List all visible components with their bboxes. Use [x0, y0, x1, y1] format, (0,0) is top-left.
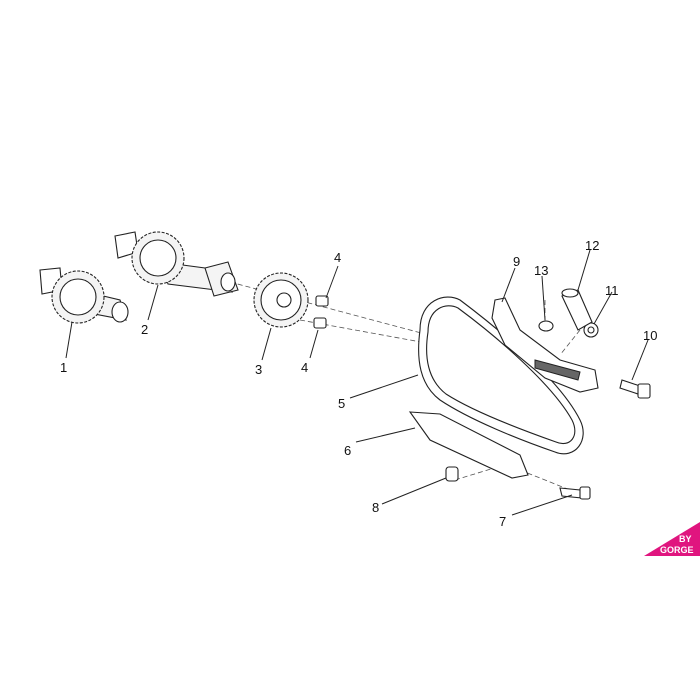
timing-chain-5 [418, 296, 584, 455]
plunger-12 [561, 288, 593, 331]
callout-labels: 1 2 3 4 4 5 6 7 8 9 10 11 12 13 [60, 238, 657, 529]
camshaft-1 [39, 267, 129, 324]
brand-logo: BY GORGE [644, 522, 700, 556]
o-ring-13 [538, 320, 554, 332]
callout-12: 12 [585, 238, 599, 253]
callout-10: 10 [643, 328, 657, 343]
tensioner-9 [491, 297, 599, 393]
leader-lines [65, 249, 649, 516]
callout-4-lower: 4 [301, 360, 308, 375]
callout-5: 5 [338, 396, 345, 411]
callout-7: 7 [499, 514, 506, 529]
bolt-10 [619, 379, 651, 399]
callout-1: 1 [60, 360, 67, 375]
logo-line2: GORGE [660, 545, 694, 555]
callout-11: 11 [605, 283, 619, 298]
logo-line1: BY [679, 534, 692, 544]
washer-11 [583, 322, 599, 338]
callout-9: 9 [513, 254, 520, 269]
logo-shape [644, 522, 700, 556]
sprocket-3 [253, 272, 309, 328]
callout-13: 13 [534, 263, 548, 278]
callout-6: 6 [344, 443, 351, 458]
bolt-7 [559, 486, 591, 500]
bolt-4-upper [315, 295, 329, 307]
callout-2: 2 [141, 322, 148, 337]
camshaft-2 [114, 231, 239, 297]
callout-8: 8 [372, 500, 379, 515]
bolt-4-lower [313, 317, 327, 329]
callout-3: 3 [255, 362, 262, 377]
callout-4-upper: 4 [334, 250, 341, 265]
chain-guide-6 [408, 411, 529, 479]
bushing-8 [445, 466, 459, 482]
